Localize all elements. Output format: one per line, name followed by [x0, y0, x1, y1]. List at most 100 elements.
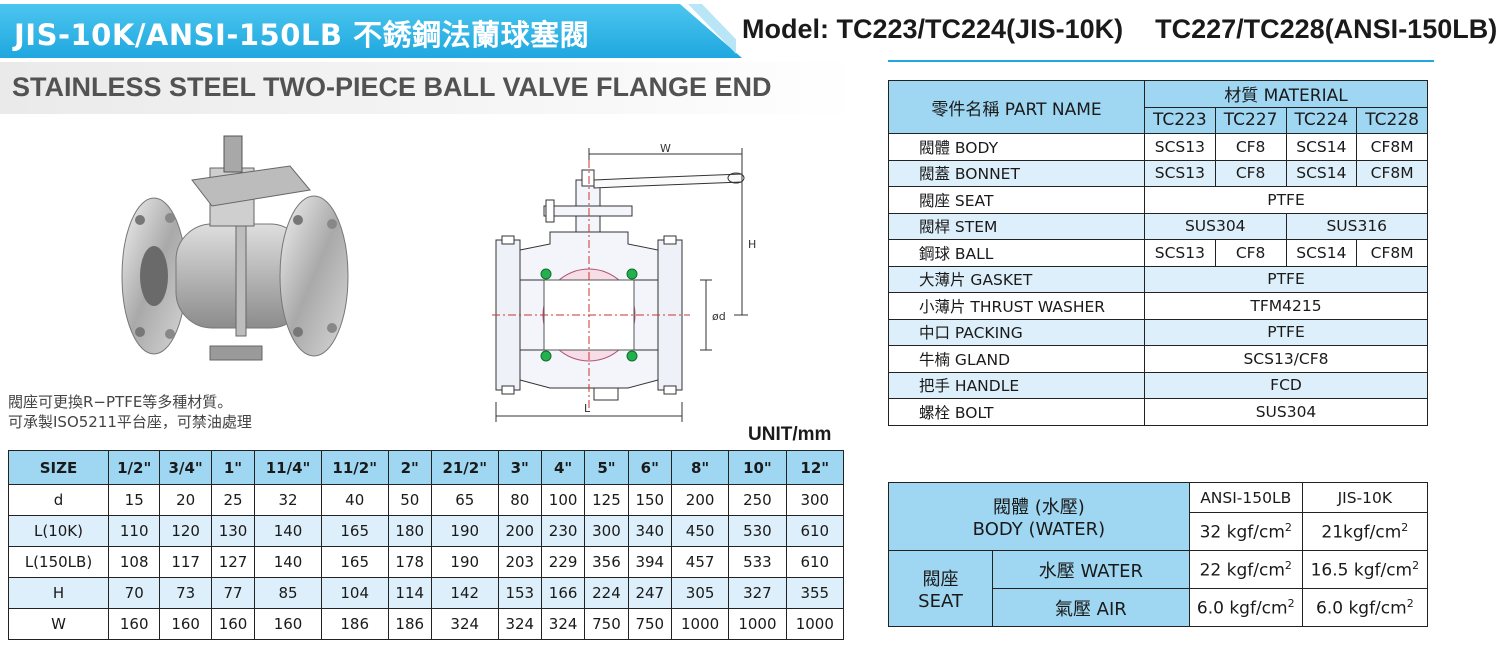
part-row-bolt: 螺栓 BOLT SUS304 — [888, 398, 1428, 426]
cell: 1000 — [670, 608, 730, 640]
cell: 324 — [430, 608, 499, 640]
cell: 160 — [210, 608, 256, 640]
valve-photo — [121, 135, 349, 361]
part-name: 牛楠 GLAND — [888, 345, 1145, 373]
part-name: 小薄片 THRUST WASHER — [888, 292, 1145, 320]
part-name: 鋼球 BALL — [888, 239, 1145, 267]
cell: PTFE — [1144, 265, 1428, 293]
size-col: 10" — [728, 450, 787, 485]
cell: 140 — [254, 546, 322, 578]
cell: 15 — [107, 484, 161, 516]
cell: 150 — [627, 484, 672, 516]
unit-exp: 2 — [1284, 558, 1292, 572]
cell: 450 — [670, 515, 730, 547]
model-col: TC223 — [1144, 106, 1216, 134]
cell: SCS14 — [1285, 159, 1358, 187]
body-jis-cell: 21kgf/cm2 — [1301, 512, 1429, 551]
cell: 340 — [627, 515, 672, 547]
part-name: 螺栓 BOLT — [888, 398, 1145, 426]
air-ansi: 6.0 kgf/cm — [1196, 598, 1288, 619]
unit-exp: 2 — [1401, 520, 1409, 534]
cell: CF8M — [1356, 239, 1428, 267]
cell: 186 — [387, 608, 432, 640]
size-col: 2" — [387, 450, 432, 485]
cell: 356 — [584, 546, 629, 578]
size-col: 11/4" — [254, 450, 322, 485]
cell: 117 — [159, 546, 212, 578]
cell: 160 — [159, 608, 212, 640]
row-label: L(150LB) — [8, 546, 109, 578]
dimension-row-w: W 160 160 160 160 186 186 324 324 324 75… — [8, 608, 845, 640]
model-col: TC227 — [1214, 106, 1287, 134]
part-row-packing: 中口 PACKING PTFE — [888, 318, 1428, 346]
cell: 25 — [210, 484, 256, 516]
pressure-table: 閥體 (水壓) BODY (WATER) ANSI-150LB JIS-10K … — [888, 482, 1429, 627]
part-name: 把手 HANDLE — [888, 371, 1145, 399]
size-col: 3" — [497, 450, 542, 485]
seat-en: SEAT — [918, 591, 963, 612]
cell: 200 — [497, 515, 542, 547]
dimension-row-h: H 70 73 77 85 104 114 142 153 166 224 24… — [8, 577, 845, 609]
air-jis-cell: 6.0 kgf/cm2 — [1301, 588, 1429, 627]
cell: CF8M — [1356, 159, 1428, 187]
part-row-ball: 鋼球 BALL SCS13 CF8 SCS14 CF8M — [888, 239, 1428, 267]
cell: 203 — [497, 546, 542, 578]
seat-zh: 閥座 — [922, 569, 959, 590]
cell: 247 — [627, 577, 672, 609]
cell: 110 — [107, 515, 161, 547]
cell: 160 — [254, 608, 322, 640]
water-jis: 16.5 kgf/cm — [1310, 560, 1413, 581]
model-col: TC228 — [1356, 106, 1428, 134]
size-col: 1/2" — [107, 450, 161, 485]
air-jis: 6.0 kgf/cm — [1316, 598, 1407, 619]
unit-exp: 2 — [1406, 596, 1414, 610]
cell: CF8 — [1214, 159, 1287, 187]
cell: 178 — [387, 546, 432, 578]
cell: 125 — [584, 484, 629, 516]
cell: 530 — [728, 515, 787, 547]
dim-h: H — [748, 238, 756, 251]
cell: 142 — [430, 577, 499, 609]
cell: 190 — [430, 546, 499, 578]
cell: SCS13/CF8 — [1144, 345, 1428, 373]
cell: 610 — [785, 515, 845, 547]
part-row-gasket: 大薄片 GASKET PTFE — [888, 265, 1428, 293]
part-row-stem: 閥桿 STEM SUS304 SUS316 — [888, 212, 1428, 240]
cell: 300 — [785, 484, 845, 516]
body-water-zh: 閥體 (水壓) — [993, 497, 1085, 518]
cell: SCS13 — [1144, 159, 1216, 187]
cell: SCS13 — [1144, 239, 1216, 267]
cell: 750 — [627, 608, 672, 640]
cell: 80 — [497, 484, 542, 516]
cell: 50 — [387, 484, 432, 516]
size-col: 1" — [210, 450, 256, 485]
cell: SUS304 — [1144, 212, 1287, 240]
cell: 180 — [387, 515, 432, 547]
part-row-handle: 把手 HANDLE FCD — [888, 371, 1428, 399]
part-name: 閥桿 STEM — [888, 212, 1145, 240]
cell: 165 — [320, 515, 389, 547]
material-header-row: 零件名稱 PART NAME 材質 MATERIAL — [888, 80, 1428, 134]
size-col: 8" — [670, 450, 730, 485]
cell: SCS14 — [1285, 239, 1358, 267]
row-label: H — [8, 577, 109, 609]
cell: 165 — [320, 546, 389, 578]
cell: SCS14 — [1285, 133, 1358, 161]
cell: 153 — [497, 577, 542, 609]
row-label: W — [8, 608, 109, 640]
cell: PTFE — [1144, 318, 1428, 346]
model-col: TC224 — [1285, 106, 1358, 134]
size-col: 21/2" — [430, 450, 499, 485]
dimension-header-row: SIZE 1/2" 3/4" 1" 11/4" 11/2" 2" 21/2" 3… — [8, 450, 845, 485]
water-jis-cell: 16.5 kgf/cm2 — [1301, 550, 1429, 589]
water-ansi: 22 kgf/cm — [1199, 560, 1285, 581]
cell: 65 — [430, 484, 499, 516]
cell: 300 — [584, 515, 629, 547]
part-name: 大薄片 GASKET — [888, 265, 1145, 293]
cell: 230 — [540, 515, 586, 547]
cell: FCD — [1144, 371, 1428, 399]
cell: SCS13 — [1144, 133, 1216, 161]
cell: 533 — [728, 546, 787, 578]
cell: 305 — [670, 577, 730, 609]
seat-air-row: 氣壓 AIR 6.0 kgf/cm2 6.0 kgf/cm2 — [889, 588, 1429, 627]
